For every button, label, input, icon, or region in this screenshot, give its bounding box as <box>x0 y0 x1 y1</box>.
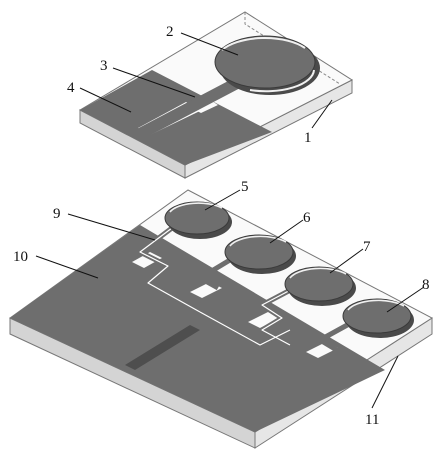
patch-6 <box>224 234 296 274</box>
feed-network-outline-left <box>139 221 201 313</box>
leader-lines <box>35 32 425 409</box>
leader-line-7 <box>329 248 364 274</box>
label-2: 2 <box>166 24 174 40</box>
leader-line-5 <box>204 189 241 211</box>
circular-patch-top <box>214 35 316 89</box>
ground-cutout-1 <box>132 252 162 268</box>
feed-network-outline-right <box>261 284 301 346</box>
label-8: 8 <box>422 277 430 293</box>
patch-5-top <box>164 201 230 235</box>
patch-6-highlight <box>229 235 287 247</box>
leader-line-2 <box>180 32 239 56</box>
circular-patch-top-highlight <box>221 37 306 51</box>
label-7: 7 <box>363 239 371 255</box>
ground-notch-top <box>195 101 218 113</box>
leader-line-3 <box>112 67 196 98</box>
patch-7 <box>284 266 356 306</box>
leader-line-9 <box>67 213 156 241</box>
patch-5 <box>164 201 232 239</box>
single-antenna-assembly <box>78 11 354 179</box>
ground-plane-bottom <box>10 225 385 432</box>
feed-line-top <box>133 79 244 138</box>
patch-7-top <box>284 266 354 302</box>
leader-line-11 <box>371 355 399 409</box>
feed-network-outline <box>139 221 301 346</box>
circular-patch-top-rim <box>249 69 315 93</box>
label-4: 4 <box>67 80 75 96</box>
feed-network-branch-mid-left <box>197 251 242 291</box>
patch-6-top <box>224 234 294 270</box>
label-11: 11 <box>365 412 379 428</box>
callout-labels: 2 3 4 1 5 9 6 10 7 8 11 <box>13 24 430 428</box>
patch-7-highlight <box>289 267 347 279</box>
main-feed-line-bottom <box>125 325 200 370</box>
label-1: 1 <box>304 130 312 146</box>
label-9: 9 <box>53 206 61 222</box>
patch-5-highlight <box>169 202 223 213</box>
leader-line-6 <box>269 219 304 244</box>
leader-line-8 <box>386 286 425 313</box>
label-10: 10 <box>13 249 28 265</box>
ground-cutout-3 <box>248 312 280 328</box>
label-5: 5 <box>241 179 249 195</box>
array-antenna-assembly <box>9 189 433 449</box>
label-3: 3 <box>100 58 108 74</box>
leader-line-4 <box>79 87 132 113</box>
label-6: 6 <box>303 210 311 226</box>
patch-8-highlight <box>347 299 405 311</box>
feed-network-branch-right <box>317 315 362 355</box>
feed-network-outline-trunk <box>199 311 291 346</box>
leader-line-1 <box>311 99 333 129</box>
leader-line-10 <box>35 255 99 279</box>
